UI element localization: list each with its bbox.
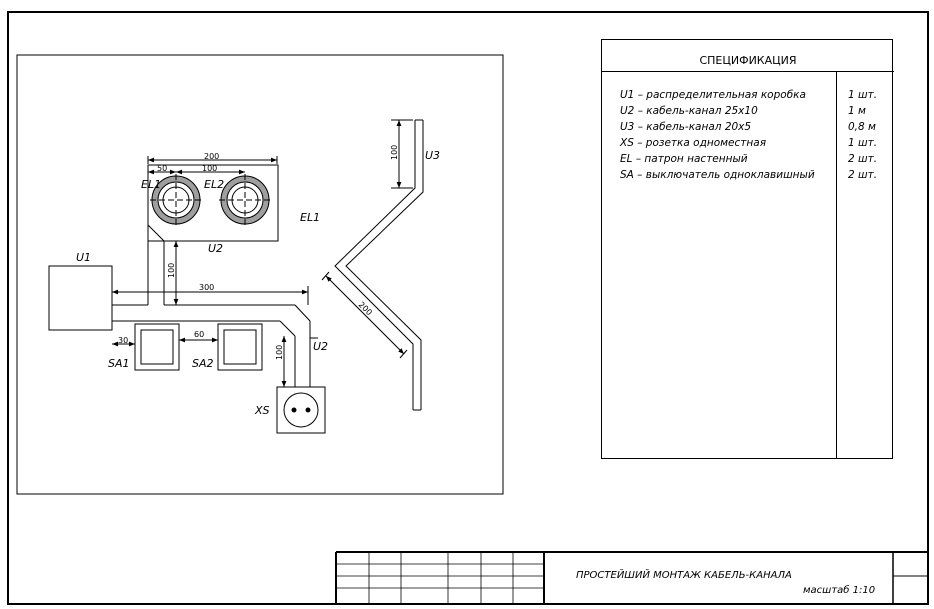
spec-item-text: SA – выключатель одноклавишный [620, 169, 815, 181]
label-el2-lamp: EL2 [204, 178, 224, 191]
dim-text-100-vertical: 100 [167, 263, 176, 278]
drawing-scale: масштаб 1:10 [803, 585, 876, 596]
dim-text-50: 50 [157, 164, 167, 173]
spec-item-qty: 2 шт. [848, 153, 878, 165]
plan-frame [16, 54, 504, 495]
cable-channel-u2-horizontal [112, 304, 311, 390]
dimension-300 [112, 286, 309, 305]
label-el1-right: EL1 [300, 211, 320, 224]
lamp-holder-el2 [219, 174, 271, 226]
specification-column-divider [836, 72, 837, 459]
dim-text-100-lamps: 100 [202, 164, 217, 173]
label-el1-lamp: EL1 [141, 178, 161, 191]
label-u2-right: U2 [313, 340, 328, 353]
plan-labels: U1 EL1 EL2 EL1 U2 U2 U3 SA1 SA2 XS [76, 149, 440, 417]
label-sa1: SA1 [108, 357, 130, 370]
specification-title: СПЕЦИФИКАЦИЯ [602, 40, 894, 72]
dim-text-30: 30 [118, 336, 128, 345]
dim-text-100-xs: 100 [275, 345, 284, 360]
dimension-200-u3 [321, 271, 408, 359]
drawing-frame [7, 11, 929, 605]
spec-item-text: U2 – кабель-канал 25х10 [620, 105, 758, 117]
spec-item-text: EL – патрон настенный [620, 153, 748, 165]
dim-text-300: 300 [199, 283, 214, 292]
switch-sa1 [134, 323, 180, 371]
socket-xs [276, 386, 326, 434]
label-u2-top: U2 [208, 242, 223, 255]
lamp-holder-el1 [150, 174, 202, 226]
dim-text-100-u3: 100 [390, 145, 399, 160]
switch-sa2 [217, 323, 263, 371]
drawing-title: ПРОСТЕЙШИЙ МОНТАЖ КАБЕЛЬ-КАНАЛА [576, 570, 792, 581]
cable-channel-u3 [334, 119, 424, 411]
specification-table: СПЕЦИФИКАЦИЯ U1 – распределительная коро… [601, 39, 894, 459]
spec-item-text: XS – розетка одноместная [620, 137, 767, 149]
label-xs: XS [254, 404, 270, 417]
spec-item-qty: 0,8 м [848, 121, 876, 133]
spec-item-qty: 2 шт. [848, 169, 878, 181]
spec-item-text: U1 – распределительная коробка [620, 89, 806, 101]
dimension-200-lamps [147, 156, 278, 164]
label-u3: U3 [425, 149, 440, 162]
dim-text-60: 60 [194, 330, 204, 339]
dim-text-200-lamps: 200 [204, 152, 219, 161]
plan-drawing [48, 119, 424, 434]
dimension-100-u3 [391, 119, 413, 189]
label-sa2: SA2 [192, 357, 214, 370]
title-block [335, 551, 928, 604]
spec-item-text: U3 – кабель-канал 20х5 [620, 121, 752, 133]
spec-item-qty: 1 шт. [848, 89, 878, 101]
spec-item-qty: 1 м [848, 105, 866, 117]
spec-item-qty: 1 шт. [848, 137, 878, 149]
label-u1: U1 [76, 251, 91, 264]
distribution-box-u1 [48, 265, 113, 331]
